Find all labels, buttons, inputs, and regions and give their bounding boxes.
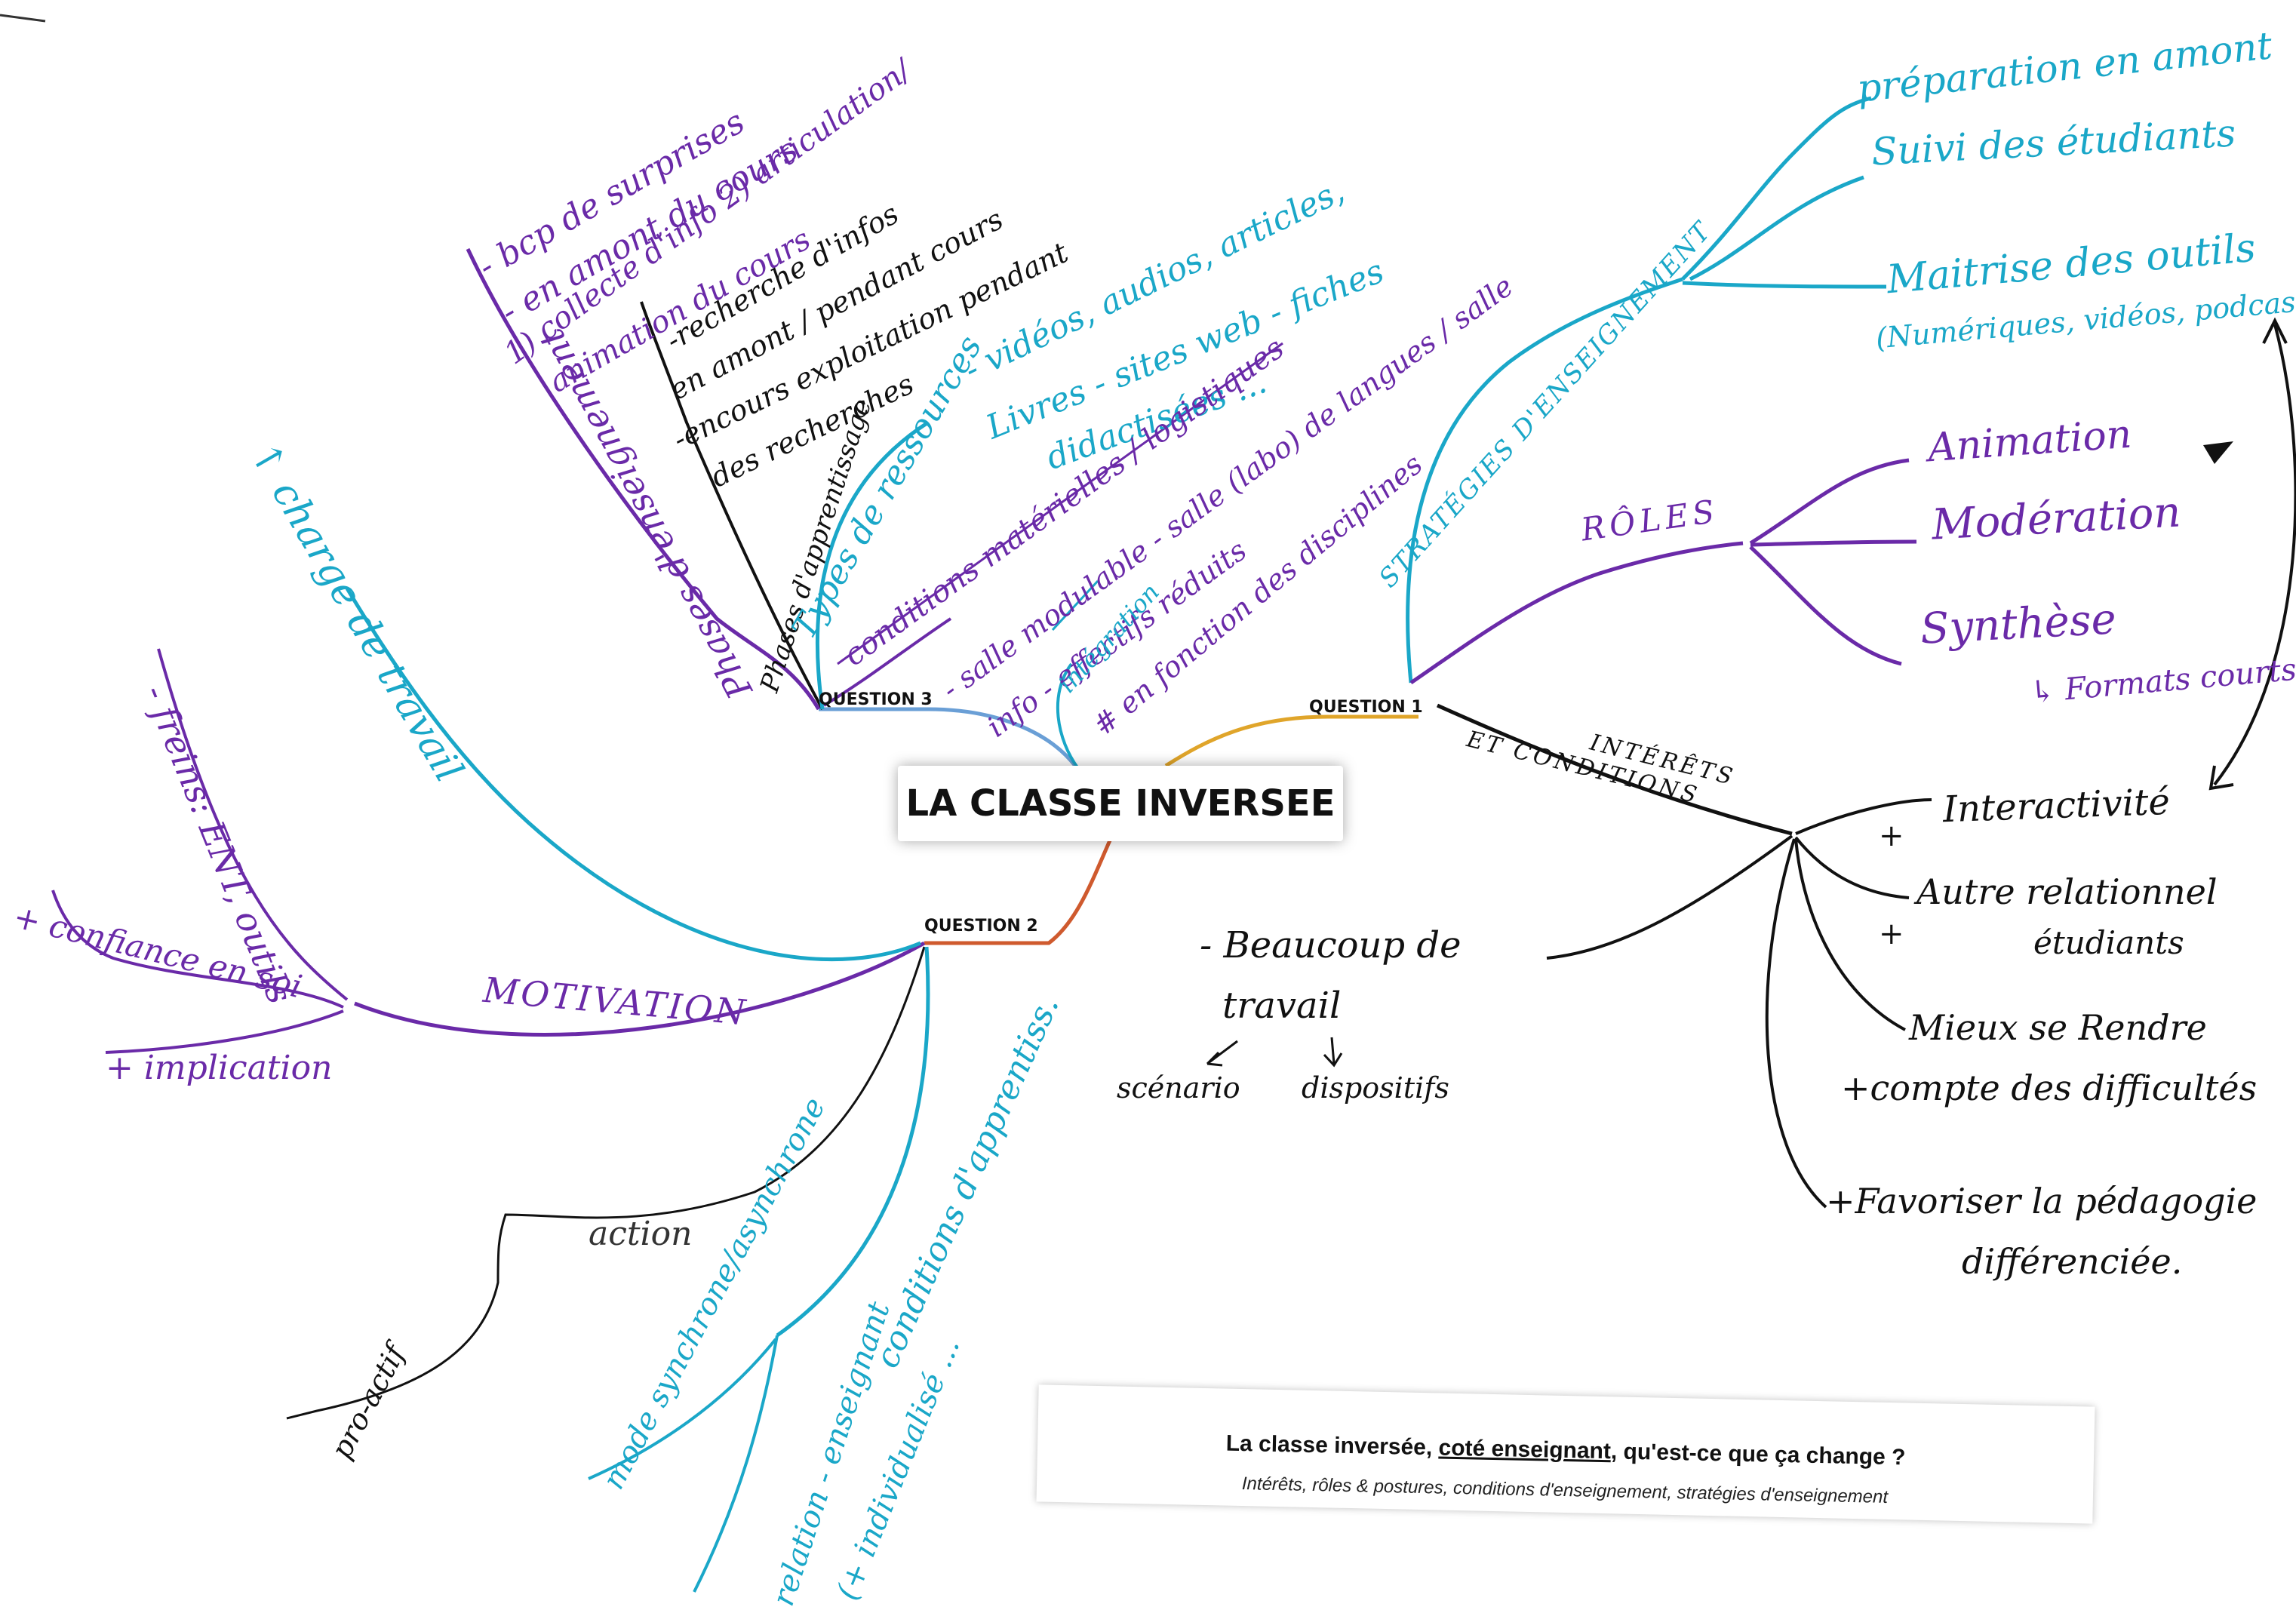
q2-confiance-branch bbox=[51, 889, 344, 1009]
q1-int-a bbox=[1795, 798, 1932, 835]
q2-motivation-branch bbox=[354, 941, 926, 1037]
q3-phases-ens-branch bbox=[466, 247, 821, 711]
q3-conditions-branch bbox=[822, 617, 952, 707]
q1-autre-relationnel: Autre relationnel bbox=[1916, 871, 2218, 912]
q1-int-minus bbox=[1546, 834, 1793, 960]
central-title: LA CLASSE INVERSEE bbox=[905, 782, 1335, 825]
q2-action-branch bbox=[286, 946, 926, 1420]
q2-conditions-branch bbox=[776, 946, 930, 1338]
q2-mode-branch bbox=[588, 1338, 777, 1480]
q1-interactivite: Interactivité bbox=[1942, 780, 2171, 831]
q1-role-synthese: Synthèse bbox=[1919, 595, 2118, 654]
integration-underline bbox=[1051, 579, 1099, 631]
q1-minus-travail: travail bbox=[1222, 985, 1342, 1027]
caption-title-after: , qu'est-ce que ça change ? bbox=[1610, 1439, 1906, 1470]
q2-action: action bbox=[589, 1215, 693, 1253]
q1-minus-beaucoup: - Beaucoup de bbox=[1200, 924, 1462, 966]
q2-implication: + implication bbox=[106, 1049, 333, 1087]
arrow-dispositifs bbox=[1323, 1037, 1343, 1068]
q1-int-d bbox=[1765, 838, 1827, 1209]
q1-differenciee: différenciée. bbox=[1962, 1241, 2183, 1282]
q3-integration-link bbox=[1056, 662, 1080, 771]
conditions-underline bbox=[837, 342, 1283, 665]
q1-minus-dispositifs: dispositifs bbox=[1302, 1071, 1449, 1105]
double-arrow-right bbox=[2213, 324, 2296, 786]
q1-strat-branch-b bbox=[1689, 175, 1864, 281]
question-3-label: QUESTION 3 bbox=[819, 690, 933, 709]
arrow-head-up bbox=[2262, 317, 2288, 344]
branch-q1 bbox=[1164, 714, 1418, 768]
caption-title-before: La classe inversée, bbox=[1225, 1430, 1439, 1461]
q3-types-branch bbox=[816, 420, 930, 710]
q1-interets-branch bbox=[1436, 703, 1793, 836]
q1-roles-a bbox=[1749, 458, 1910, 545]
caption-title-underlined: coté enseignant bbox=[1438, 1435, 1612, 1464]
q1-roles-branch bbox=[1409, 541, 1744, 685]
caption-title: La classe inversée, coté enseignant, qu'… bbox=[1037, 1427, 2094, 1474]
q2-relation-branch bbox=[693, 1335, 779, 1593]
q3-phases-app-branch bbox=[640, 301, 824, 710]
q1-strategies-branch bbox=[1406, 277, 1683, 684]
q1-int-b bbox=[1794, 836, 1910, 899]
q1-strat-branch-c bbox=[1682, 281, 1887, 289]
arrow-head-roles bbox=[2203, 441, 2233, 464]
q1-strat-branch-a bbox=[1681, 96, 1872, 281]
stray-mark bbox=[0, 14, 46, 23]
q1-favoriser: +Favoriser la pédagogie bbox=[1826, 1181, 2258, 1221]
arrow-scenario bbox=[1206, 1040, 1238, 1067]
q1-minus-scenario: scénario bbox=[1117, 1071, 1240, 1105]
q2-freins-branch bbox=[157, 648, 349, 1001]
q1-roles-b bbox=[1750, 539, 1917, 547]
branch-q2 bbox=[924, 832, 1115, 945]
q2-charge-branch bbox=[345, 587, 921, 962]
central-node: LA CLASSE INVERSEE bbox=[898, 766, 1343, 841]
q1-mieux-se-rendre: Mieux se Rendre bbox=[1909, 1007, 2207, 1048]
q1-compte-difficultes: +compte des difficultés bbox=[1841, 1068, 2258, 1108]
arrow-head-down bbox=[2208, 765, 2234, 791]
q1-plus-2: + bbox=[1879, 917, 1904, 951]
caption-box: La classe inversée, coté enseignant, qu'… bbox=[1036, 1384, 2095, 1524]
q2-implication-branch bbox=[105, 1009, 344, 1054]
q1-plus-1: + bbox=[1879, 819, 1904, 853]
q1-etudiants: étudiants bbox=[2033, 924, 2184, 961]
question-2-label: QUESTION 2 bbox=[924, 917, 1038, 936]
q1-roles-c bbox=[1749, 545, 1902, 666]
question-1-label: QUESTION 1 bbox=[1309, 698, 1423, 717]
branch-q3 bbox=[819, 707, 1077, 767]
q1-int-c bbox=[1794, 838, 1906, 1031]
